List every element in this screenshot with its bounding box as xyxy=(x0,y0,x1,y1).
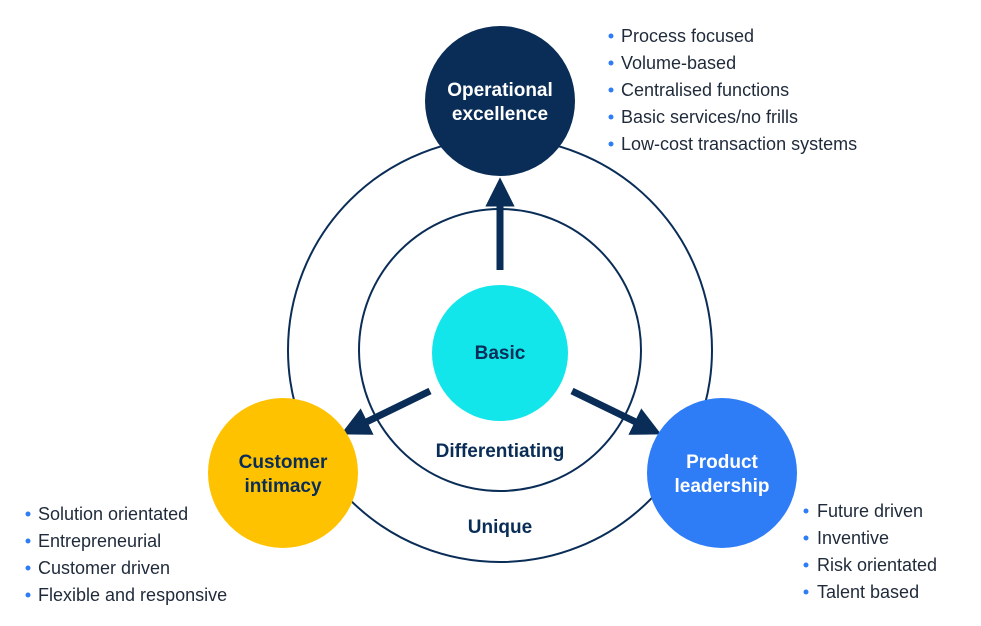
operational-excellence-circle xyxy=(425,26,575,176)
bullet-dot xyxy=(25,592,31,598)
bullet-item: Future driven xyxy=(817,501,923,521)
bullet-dot xyxy=(608,87,614,93)
bullet-item: Volume-based xyxy=(621,53,736,73)
bullet-item: Inventive xyxy=(817,528,889,548)
inner-ring-label: Differentiating xyxy=(436,441,565,462)
product-leadership-label-line2: leadership xyxy=(674,476,769,497)
bullet-item: Centralised functions xyxy=(621,80,789,100)
customer-intimacy-circle xyxy=(208,398,358,548)
product-leadership-label-line1: Product xyxy=(686,452,758,473)
product-leadership-bullets: Future driven Inventive Risk orientated … xyxy=(803,501,937,602)
bullet-dot xyxy=(803,508,809,514)
bullet-dot xyxy=(608,60,614,66)
center-circle xyxy=(432,285,568,421)
bullet-item: Low-cost transaction systems xyxy=(621,134,857,154)
bullet-item: Basic services/no frills xyxy=(621,107,798,127)
arrow-right xyxy=(570,387,662,435)
bullet-item: Process focused xyxy=(621,26,754,46)
product-leadership-circle xyxy=(647,398,797,548)
bullet-dot xyxy=(608,114,614,120)
bullet-dot xyxy=(25,538,31,544)
bullet-dot xyxy=(25,565,31,571)
bullet-item: Risk orientated xyxy=(817,555,937,575)
bullet-dot xyxy=(608,33,614,39)
bullet-dot xyxy=(803,535,809,541)
arrow-left xyxy=(340,387,432,435)
bullet-item: Talent based xyxy=(817,582,919,602)
operational-excellence-label-line1: Operational xyxy=(447,80,553,101)
bullet-dot xyxy=(608,141,614,147)
bullet-item: Solution orientated xyxy=(38,504,188,524)
bullet-dot xyxy=(803,562,809,568)
bullet-item: Flexible and responsive xyxy=(38,585,227,605)
bullet-item: Customer driven xyxy=(38,558,170,578)
bullet-dot xyxy=(803,589,809,595)
operational-excellence-bullets: Process focused Volume-based Centralised… xyxy=(608,26,857,154)
bullet-item: Entrepreneurial xyxy=(38,531,161,551)
center-label: Basic xyxy=(475,343,526,364)
outer-ring-label: Unique xyxy=(468,517,532,538)
bullet-dot xyxy=(25,511,31,517)
customer-intimacy-label-line1: Customer xyxy=(239,452,328,473)
customer-intimacy-label-line2: intimacy xyxy=(244,476,322,497)
operational-excellence-label-line2: excellence xyxy=(452,104,548,125)
customer-intimacy-bullets: Solution orientated Entrepreneurial Cust… xyxy=(25,504,227,605)
